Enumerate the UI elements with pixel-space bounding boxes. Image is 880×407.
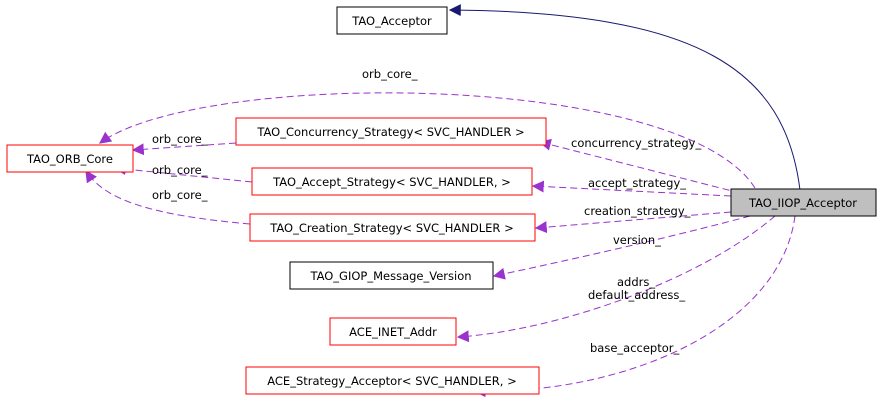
node-tao-orb-core[interactable]: TAO_ORB_Core: [6, 144, 134, 173]
edge-concurrency-strategy: [538, 138, 741, 194]
edge-orb-core-top: [99, 92, 756, 189]
node-ace-strategy-acceptor[interactable]: ACE_Strategy_Acceptor< SVC_HANDLER, >: [245, 366, 540, 395]
edge-version: [492, 215, 751, 280]
node-giop-message-version[interactable]: TAO_GIOP_Message_Version: [289, 261, 494, 290]
node-label-concurrency-strategy: TAO_Concurrency_Strategy< SVC_HANDLER >: [256, 125, 524, 139]
edge-orb-core-creation: [85, 169, 251, 225]
node-label-creation-strategy: TAO_Creation_Strategy< SVC_HANDLER >: [269, 221, 513, 235]
edge-label-orb-core-accept: orb_core_: [152, 163, 208, 177]
edge-addrs: [456, 215, 776, 343]
edge-label-base-acceptor: base_acceptor_: [590, 341, 680, 355]
node-label-tao-acceptor: TAO_Acceptor: [351, 14, 432, 28]
edge-orb-core-accept: [113, 163, 253, 183]
edge-orb-core-concurrency: [131, 142, 237, 156]
edge-label-creation-strategy: creation_strategy_: [584, 204, 691, 218]
node-label-ace-strategy-acceptor: ACE_Strategy_Acceptor< SVC_HANDLER, >: [267, 374, 517, 388]
node-label-giop-message-version: TAO_GIOP_Message_Version: [309, 269, 471, 283]
node-ace-inet-addr[interactable]: ACE_INET_Addr: [329, 317, 457, 346]
node-concurrency-strategy[interactable]: TAO_Concurrency_Strategy< SVC_HANDLER >: [235, 117, 547, 146]
edge-label-orb-core-creation: orb_core_: [152, 188, 208, 202]
edge-label-orb-core-top: orb_core_: [362, 67, 418, 81]
edge-label-orb-core-concurrency: orb_core_: [152, 132, 208, 146]
edge-accept-strategy: [531, 180, 732, 197]
edge-label-concurrency-strategy: concurrency_strategy_: [571, 136, 701, 150]
edge-label-default-address: default_address_: [588, 288, 685, 302]
edge-inheritance-tao-acceptor: [448, 4, 801, 191]
node-label-accept-strategy: TAO_Accept_Strategy< SVC_HANDLER, >: [272, 175, 511, 189]
node-label-tao-iiop-acceptor: TAO_IIOP_Acceptor: [748, 196, 857, 210]
node-label-ace-inet-addr: ACE_INET_Addr: [349, 325, 437, 339]
node-tao-iiop-acceptor[interactable]: TAO_IIOP_Acceptor: [730, 188, 877, 217]
node-label-tao-orb-core: TAO_ORB_Core: [26, 152, 113, 166]
edge-label-accept-strategy: accept_strategy_: [588, 176, 686, 190]
node-accept-strategy[interactable]: TAO_Accept_Strategy< SVC_HANDLER, >: [251, 167, 533, 196]
edge-label-addrs: addrs_: [617, 275, 655, 289]
edge-label-version: version_: [613, 233, 661, 247]
node-tao-acceptor[interactable]: TAO_Acceptor: [336, 6, 448, 35]
node-creation-strategy[interactable]: TAO_Creation_Strategy< SVC_HANDLER >: [249, 213, 536, 242]
